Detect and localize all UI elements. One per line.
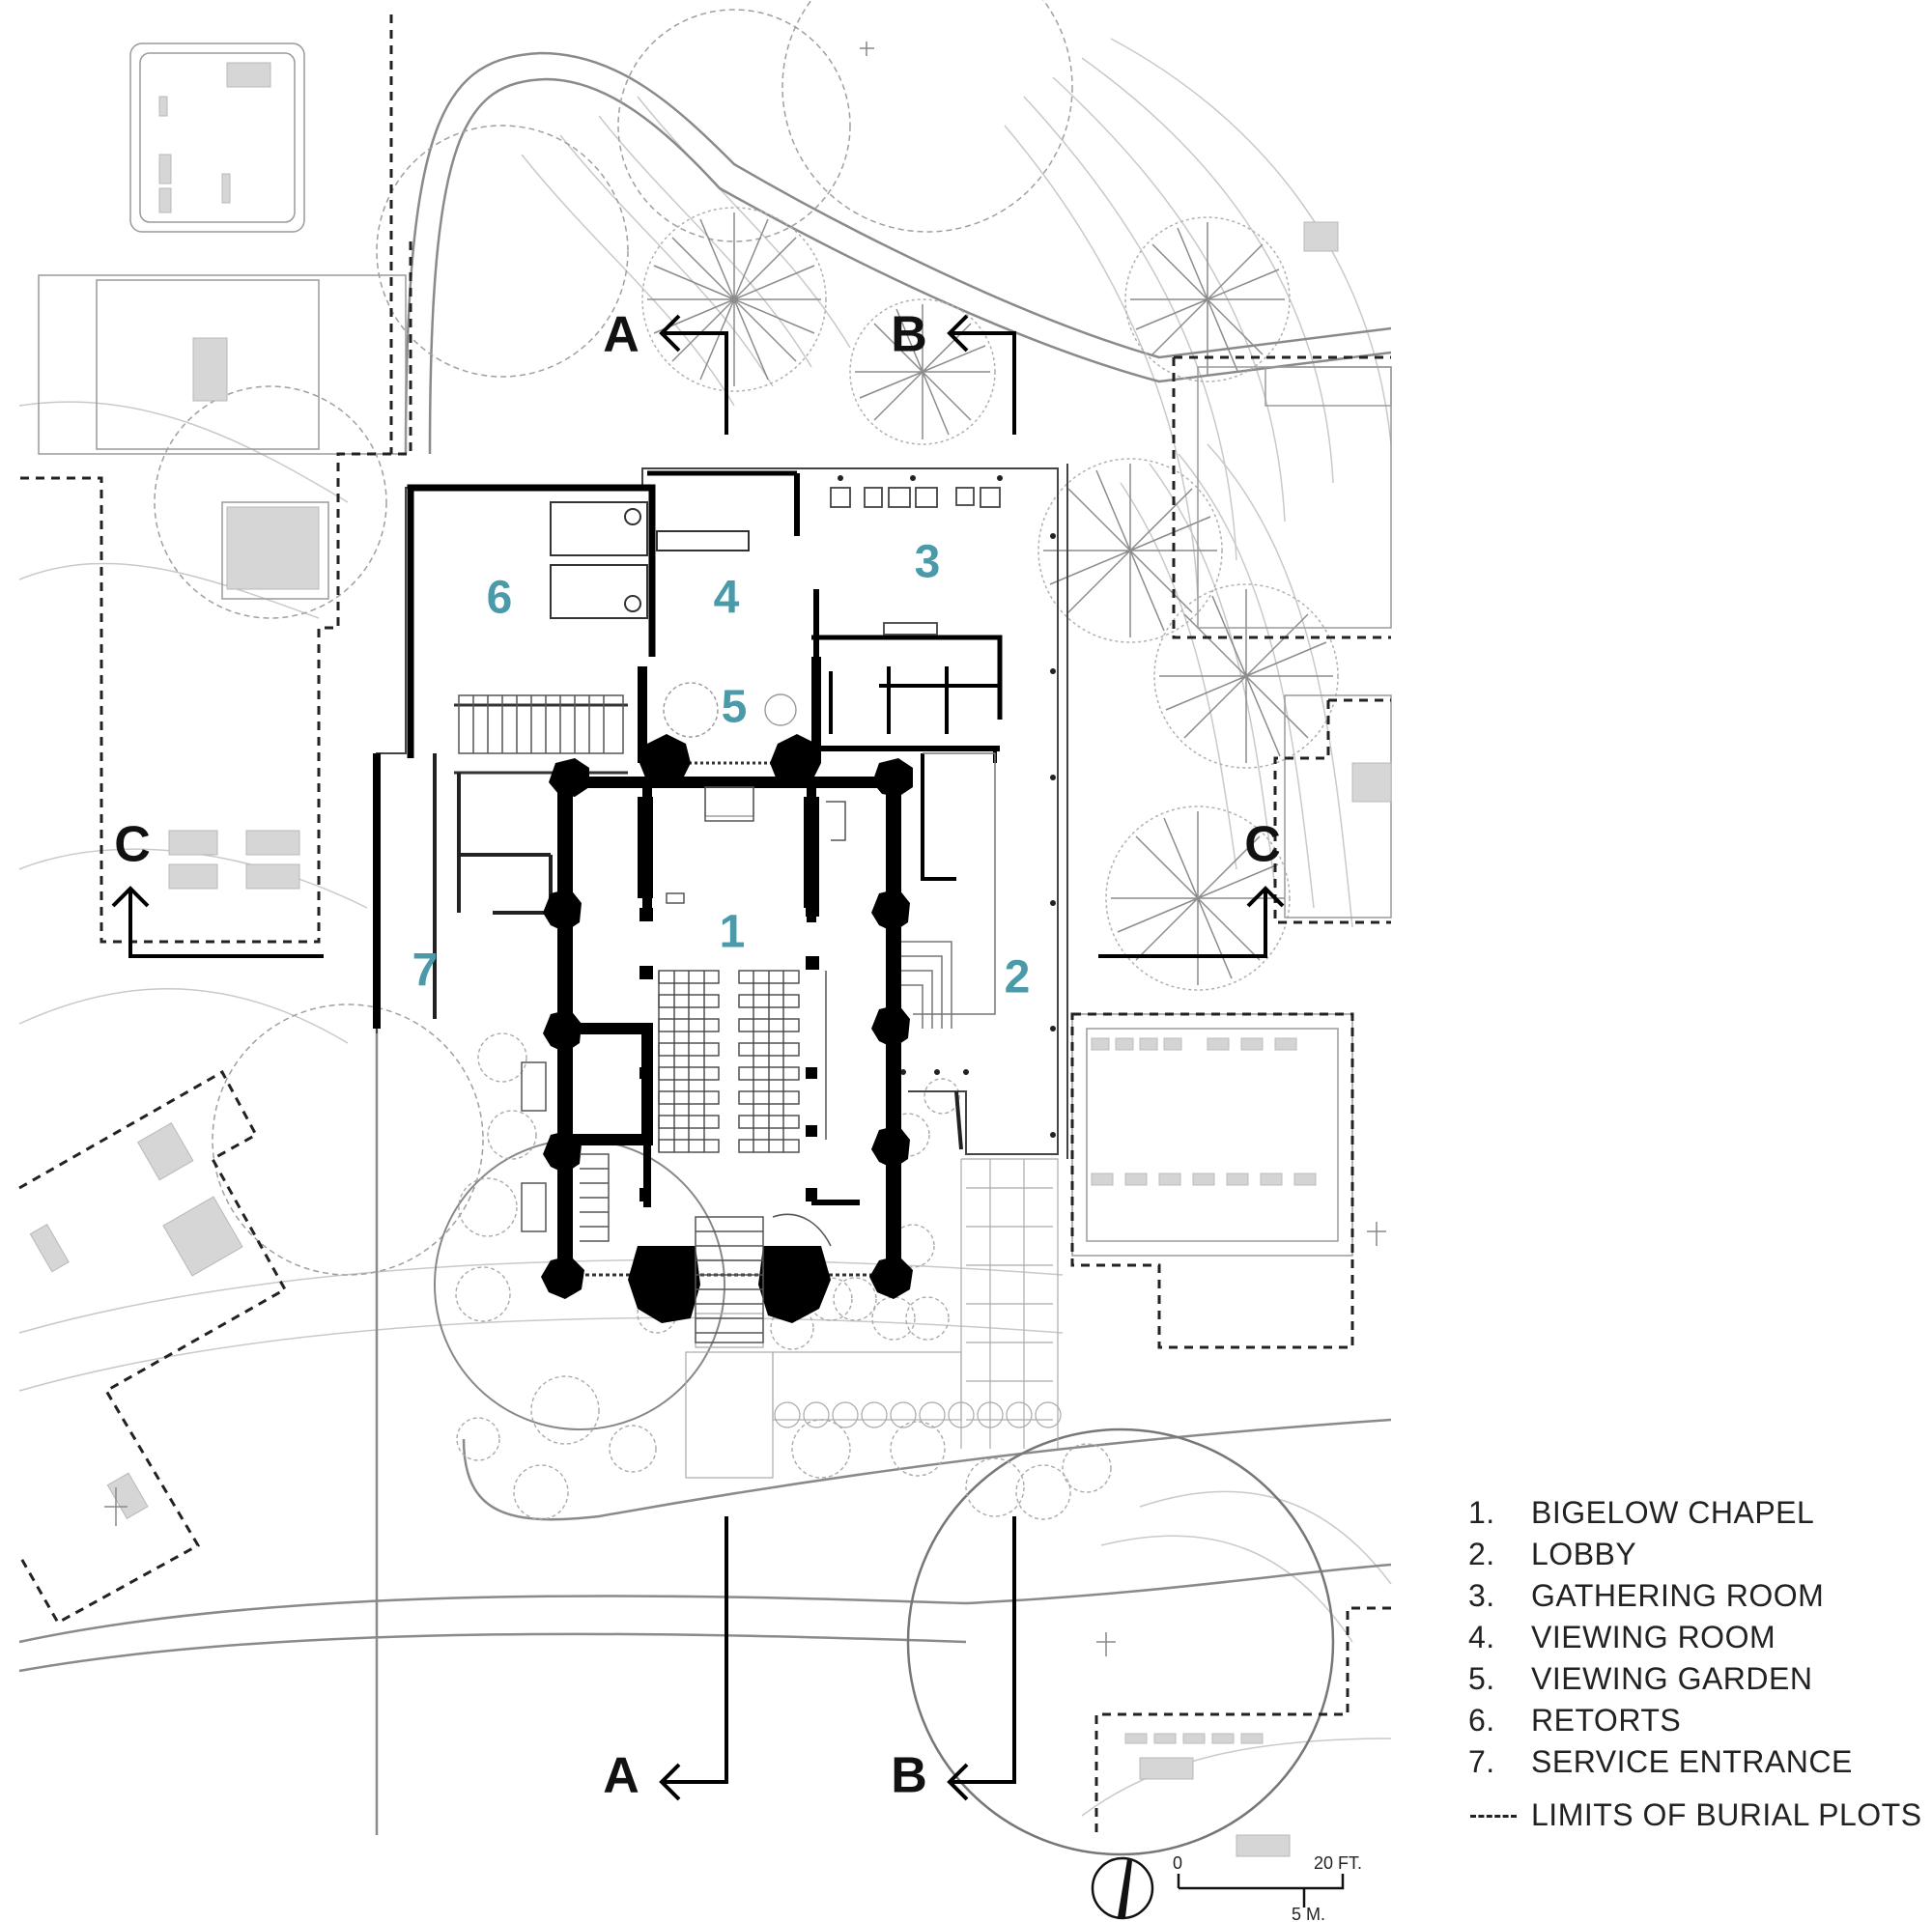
legend-item-1: 1. BIGELOW CHAPEL [1468, 1492, 1922, 1534]
bigelow-chapel [521, 657, 913, 1343]
interior-stair [458, 694, 624, 754]
room-number-6: 6 [487, 573, 513, 624]
legend-label: RETORTS [1531, 1703, 1682, 1738]
scale-feet: 20 FT. [1314, 1853, 1362, 1873]
legend-number: 7. [1468, 1744, 1495, 1779]
chapel-details [521, 786, 846, 1343]
tree-canopies [154, 0, 1335, 1856]
paving-row-shrubs [774, 1401, 1062, 1428]
existing-site-structures [38, 42, 1392, 1257]
contour-lines [18, 38, 1392, 1817]
site-roads [18, 51, 1392, 1835]
legend-item-6: 6. RETORTS [1468, 1700, 1922, 1741]
dashed-line-icon [1468, 1795, 1531, 1836]
legend-item-3: 3. GATHERING ROOM [1468, 1575, 1922, 1617]
legend-label: LIMITS OF BURIAL PLOTS [1531, 1797, 1922, 1832]
room-number-1: 1 [720, 907, 746, 958]
section-c-label-left: C [114, 817, 151, 873]
legend-label: SERVICE ENTRANCE [1531, 1744, 1853, 1779]
burial-plot-limits [17, 14, 1391, 1835]
chapel-piers [541, 734, 913, 1323]
legend-item-4: 4. VIEWING ROOM [1468, 1617, 1922, 1658]
section-b-label-top: B [891, 307, 927, 363]
section-b-label-bottom: B [891, 1748, 927, 1804]
legend-item-burial-plots: LIMITS OF BURIAL PLOTS [1468, 1795, 1922, 1836]
legend-label: BIGELOW CHAPEL [1531, 1495, 1815, 1530]
section-a-label-bottom: A [603, 1748, 639, 1804]
legend-label: LOBBY [1531, 1537, 1637, 1571]
room-number-7: 7 [412, 946, 439, 997]
legend-number: 5. [1468, 1661, 1495, 1696]
legend-item-5: 5. VIEWING GARDEN [1468, 1658, 1922, 1700]
front-shrubs [455, 1032, 1112, 1520]
legend-item-7: 7. SERVICE ENTRANCE [1468, 1741, 1922, 1783]
scale-meters: 5 M. [1292, 1905, 1325, 1922]
cross-marks [104, 42, 1386, 1656]
north-arrow-icon [1091, 1856, 1154, 1920]
legend-number: 4. [1468, 1620, 1495, 1654]
legend-label: GATHERING ROOM [1531, 1578, 1825, 1613]
grave-marker-rows [1091, 1037, 1317, 1744]
legend-number: 2. [1468, 1537, 1495, 1571]
tree-symbols [641, 207, 1339, 991]
legend-number: 3. [1468, 1578, 1495, 1613]
room-number-2: 2 [1005, 952, 1031, 1003]
scale-zero: 0 [1173, 1853, 1182, 1873]
section-c-label-right: C [1244, 817, 1281, 873]
room-number-4: 4 [714, 573, 740, 624]
legend-label: VIEWING GARDEN [1531, 1661, 1813, 1696]
legend: 1. BIGELOW CHAPEL 2. LOBBY 3. GATHERING … [1468, 1492, 1922, 1836]
gathering-room-fixtures [830, 487, 1001, 636]
legend-item-2: 2. LOBBY [1468, 1534, 1922, 1575]
service-walls [433, 753, 963, 1150]
scale-bar [1177, 1874, 1345, 1908]
section-lines [111, 314, 1285, 1801]
legend-number: 6. [1468, 1703, 1495, 1738]
lobby-steps [898, 752, 996, 1029]
chapel-pews [658, 970, 800, 1153]
paving-grid [685, 1158, 1059, 1479]
grave-markers [29, 62, 1392, 1857]
legend-number: 1. [1468, 1495, 1495, 1530]
column-dots [838, 475, 1056, 1138]
retort-units [550, 501, 750, 619]
room-number-3: 3 [915, 537, 941, 588]
legend-label: VIEWING ROOM [1531, 1620, 1776, 1654]
crematory-addition [373, 464, 1068, 1159]
room-number-5: 5 [722, 682, 748, 733]
section-a-label-top: A [603, 307, 639, 363]
